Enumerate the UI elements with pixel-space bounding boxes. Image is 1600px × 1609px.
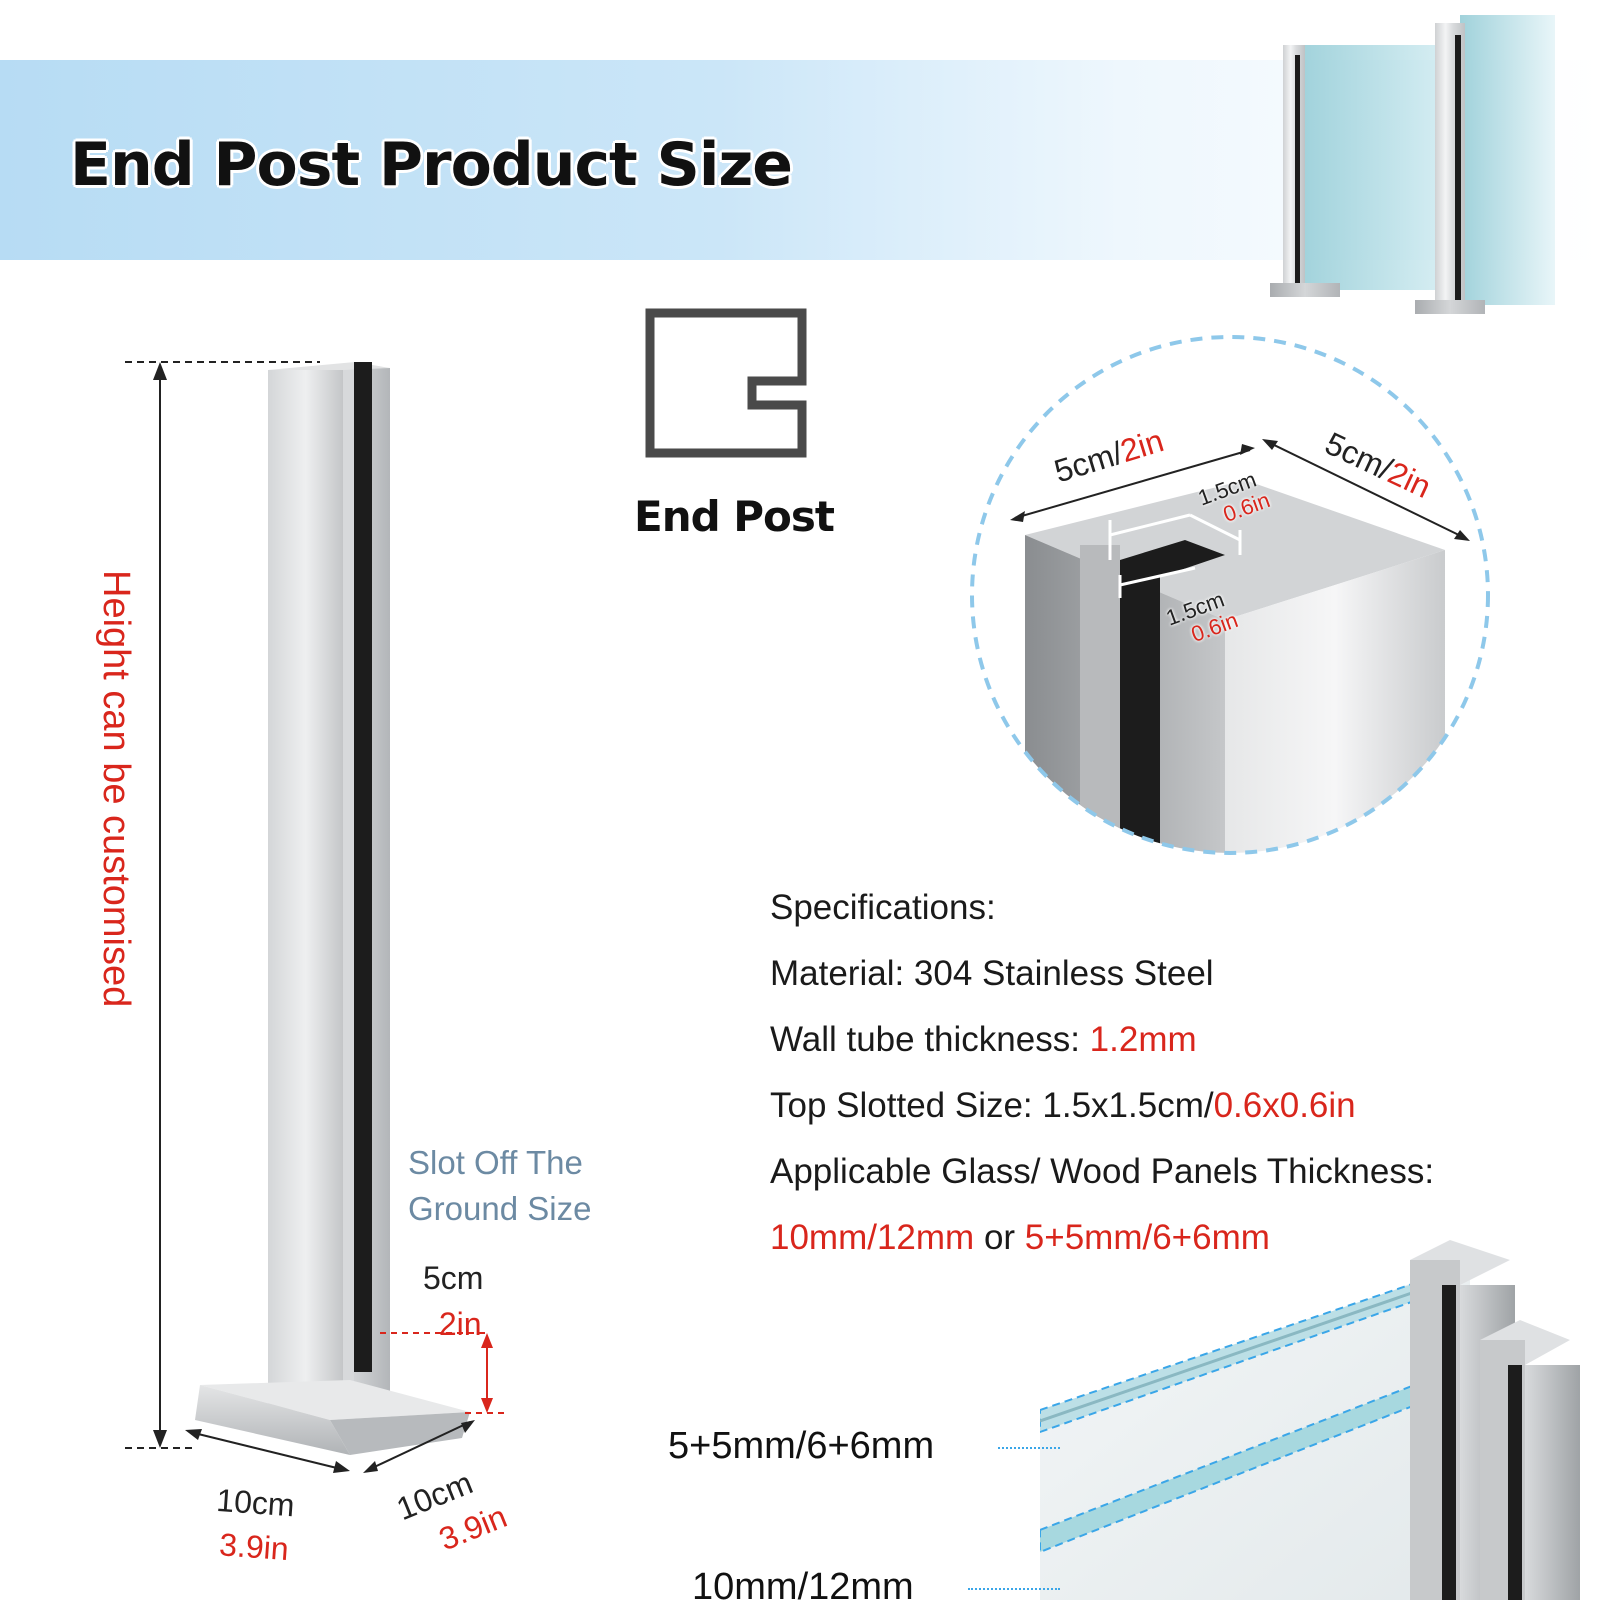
spec-slot-size: Top Slotted Size: 1.5x1.5cm/0.6x0.6in xyxy=(770,1086,1356,1125)
end-post-label: End Post xyxy=(634,492,835,541)
top-detail-circle xyxy=(950,330,1510,864)
slot-height-label: 5cm 2in xyxy=(423,1260,484,1342)
base-width-label: 10cm 3.9in xyxy=(215,1481,296,1568)
page-title: End Post Product Size xyxy=(70,130,793,200)
glass-single-label: 10mm/12mm xyxy=(692,1566,914,1608)
glass-panel-illustration xyxy=(1039,1240,1600,1604)
leader-double xyxy=(998,1447,1060,1449)
slot-off-ground-label: Slot Off The Ground Size xyxy=(408,1144,592,1227)
post-illustration xyxy=(0,340,700,1600)
spec-panels-values: 10mm/12mm or 5+5mm/6+6mm xyxy=(770,1218,1270,1257)
leader-single xyxy=(968,1588,1060,1590)
spec-panels: Applicable Glass/ Wood Panels Thickness: xyxy=(770,1152,1435,1191)
end-post-profile-icon xyxy=(640,305,810,469)
glass-double-label: 5+5mm/6+6mm xyxy=(668,1425,935,1467)
spec-wall: Wall tube thickness: 1.2mm xyxy=(770,1020,1197,1059)
spec-heading: Specifications: xyxy=(770,888,996,927)
spec-material: Material: 304 Stainless Steel xyxy=(770,954,1214,993)
railing-photo xyxy=(1265,15,1555,315)
